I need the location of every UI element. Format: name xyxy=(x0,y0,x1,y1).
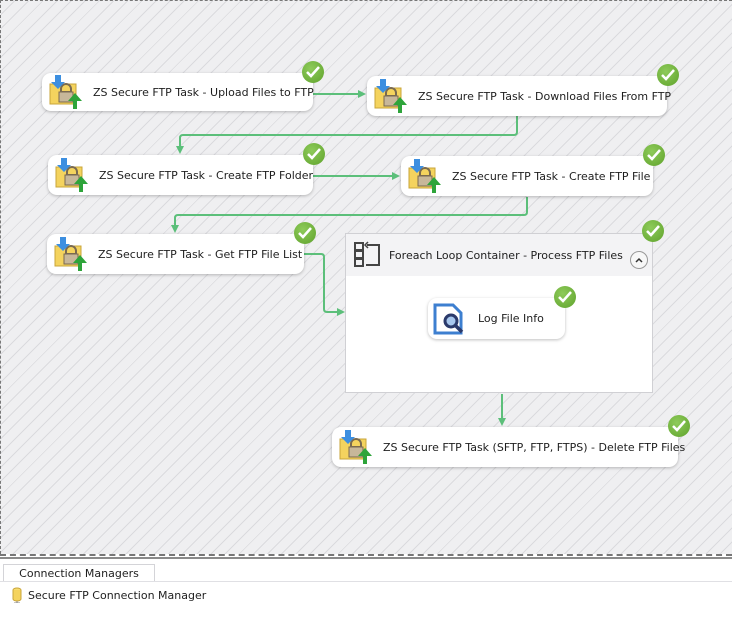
task-label: ZS Secure FTP Task - Download Files From… xyxy=(418,89,672,103)
task-upload-files[interactable]: ZS Secure FTP Task - Upload Files to FTP xyxy=(42,73,314,111)
task-label: ZS Secure FTP Task - Upload Files to FTP xyxy=(93,85,314,99)
task-label: ZS Secure FTP Task - Get FTP File List xyxy=(98,247,303,261)
task-delete-ftp-files[interactable]: ZS Secure FTP Task (SFTP, FTP, FTPS) - D… xyxy=(332,427,685,467)
tab-connection-managers[interactable]: Connection Managers xyxy=(3,564,155,581)
secure-ftp-task-icon xyxy=(337,430,373,464)
task-get-ftp-file-list[interactable]: ZS Secure FTP Task - Get FTP File List xyxy=(47,234,304,274)
success-check-icon xyxy=(554,286,576,308)
container-title: Foreach Loop Container - Process FTP Fil… xyxy=(389,248,623,262)
chevron-up-icon xyxy=(635,257,643,263)
success-check-icon xyxy=(657,64,679,86)
log-file-info-icon xyxy=(432,302,466,336)
connection-manager-icon xyxy=(11,587,23,603)
collapse-button[interactable] xyxy=(630,251,648,269)
divider xyxy=(0,581,732,582)
canvas-border xyxy=(0,554,732,558)
secure-ftp-task-icon xyxy=(406,159,442,193)
success-check-icon xyxy=(294,222,316,244)
connection-manager-item[interactable]: Secure FTP Connection Manager xyxy=(11,587,206,603)
task-create-ftp-folder[interactable]: ZS Secure FTP Task - Create FTP Folder xyxy=(48,155,313,195)
success-check-icon xyxy=(668,415,690,437)
success-check-icon xyxy=(642,220,664,242)
secure-ftp-task-icon xyxy=(47,75,83,109)
secure-ftp-task-icon xyxy=(372,79,408,113)
task-label: ZS Secure FTP Task (SFTP, FTP, FTPS) - D… xyxy=(383,440,686,454)
success-check-icon xyxy=(302,61,324,83)
secure-ftp-task-icon xyxy=(52,237,88,271)
task-create-ftp-file[interactable]: ZS Secure FTP Task - Create FTP File xyxy=(401,156,653,196)
task-label: Log File Info xyxy=(478,312,544,325)
task-download-files[interactable]: ZS Secure FTP Task - Download Files From… xyxy=(367,76,671,116)
container-header[interactable]: Foreach Loop Container - Process FTP Fil… xyxy=(346,234,652,276)
success-check-icon xyxy=(643,144,665,166)
foreach-loop-container[interactable]: Foreach Loop Container - Process FTP Fil… xyxy=(345,233,653,393)
task-label: ZS Secure FTP Task - Create FTP File xyxy=(452,169,651,183)
panel-splitter[interactable] xyxy=(0,557,732,559)
secure-ftp-task-icon xyxy=(53,158,89,192)
connection-manager-label: Secure FTP Connection Manager xyxy=(28,588,207,602)
success-check-icon xyxy=(303,143,325,165)
task-log-file-info[interactable]: Log File Info xyxy=(428,298,565,339)
task-label: ZS Secure FTP Task - Create FTP Folder xyxy=(99,168,314,182)
foreach-loop-icon xyxy=(353,241,381,269)
